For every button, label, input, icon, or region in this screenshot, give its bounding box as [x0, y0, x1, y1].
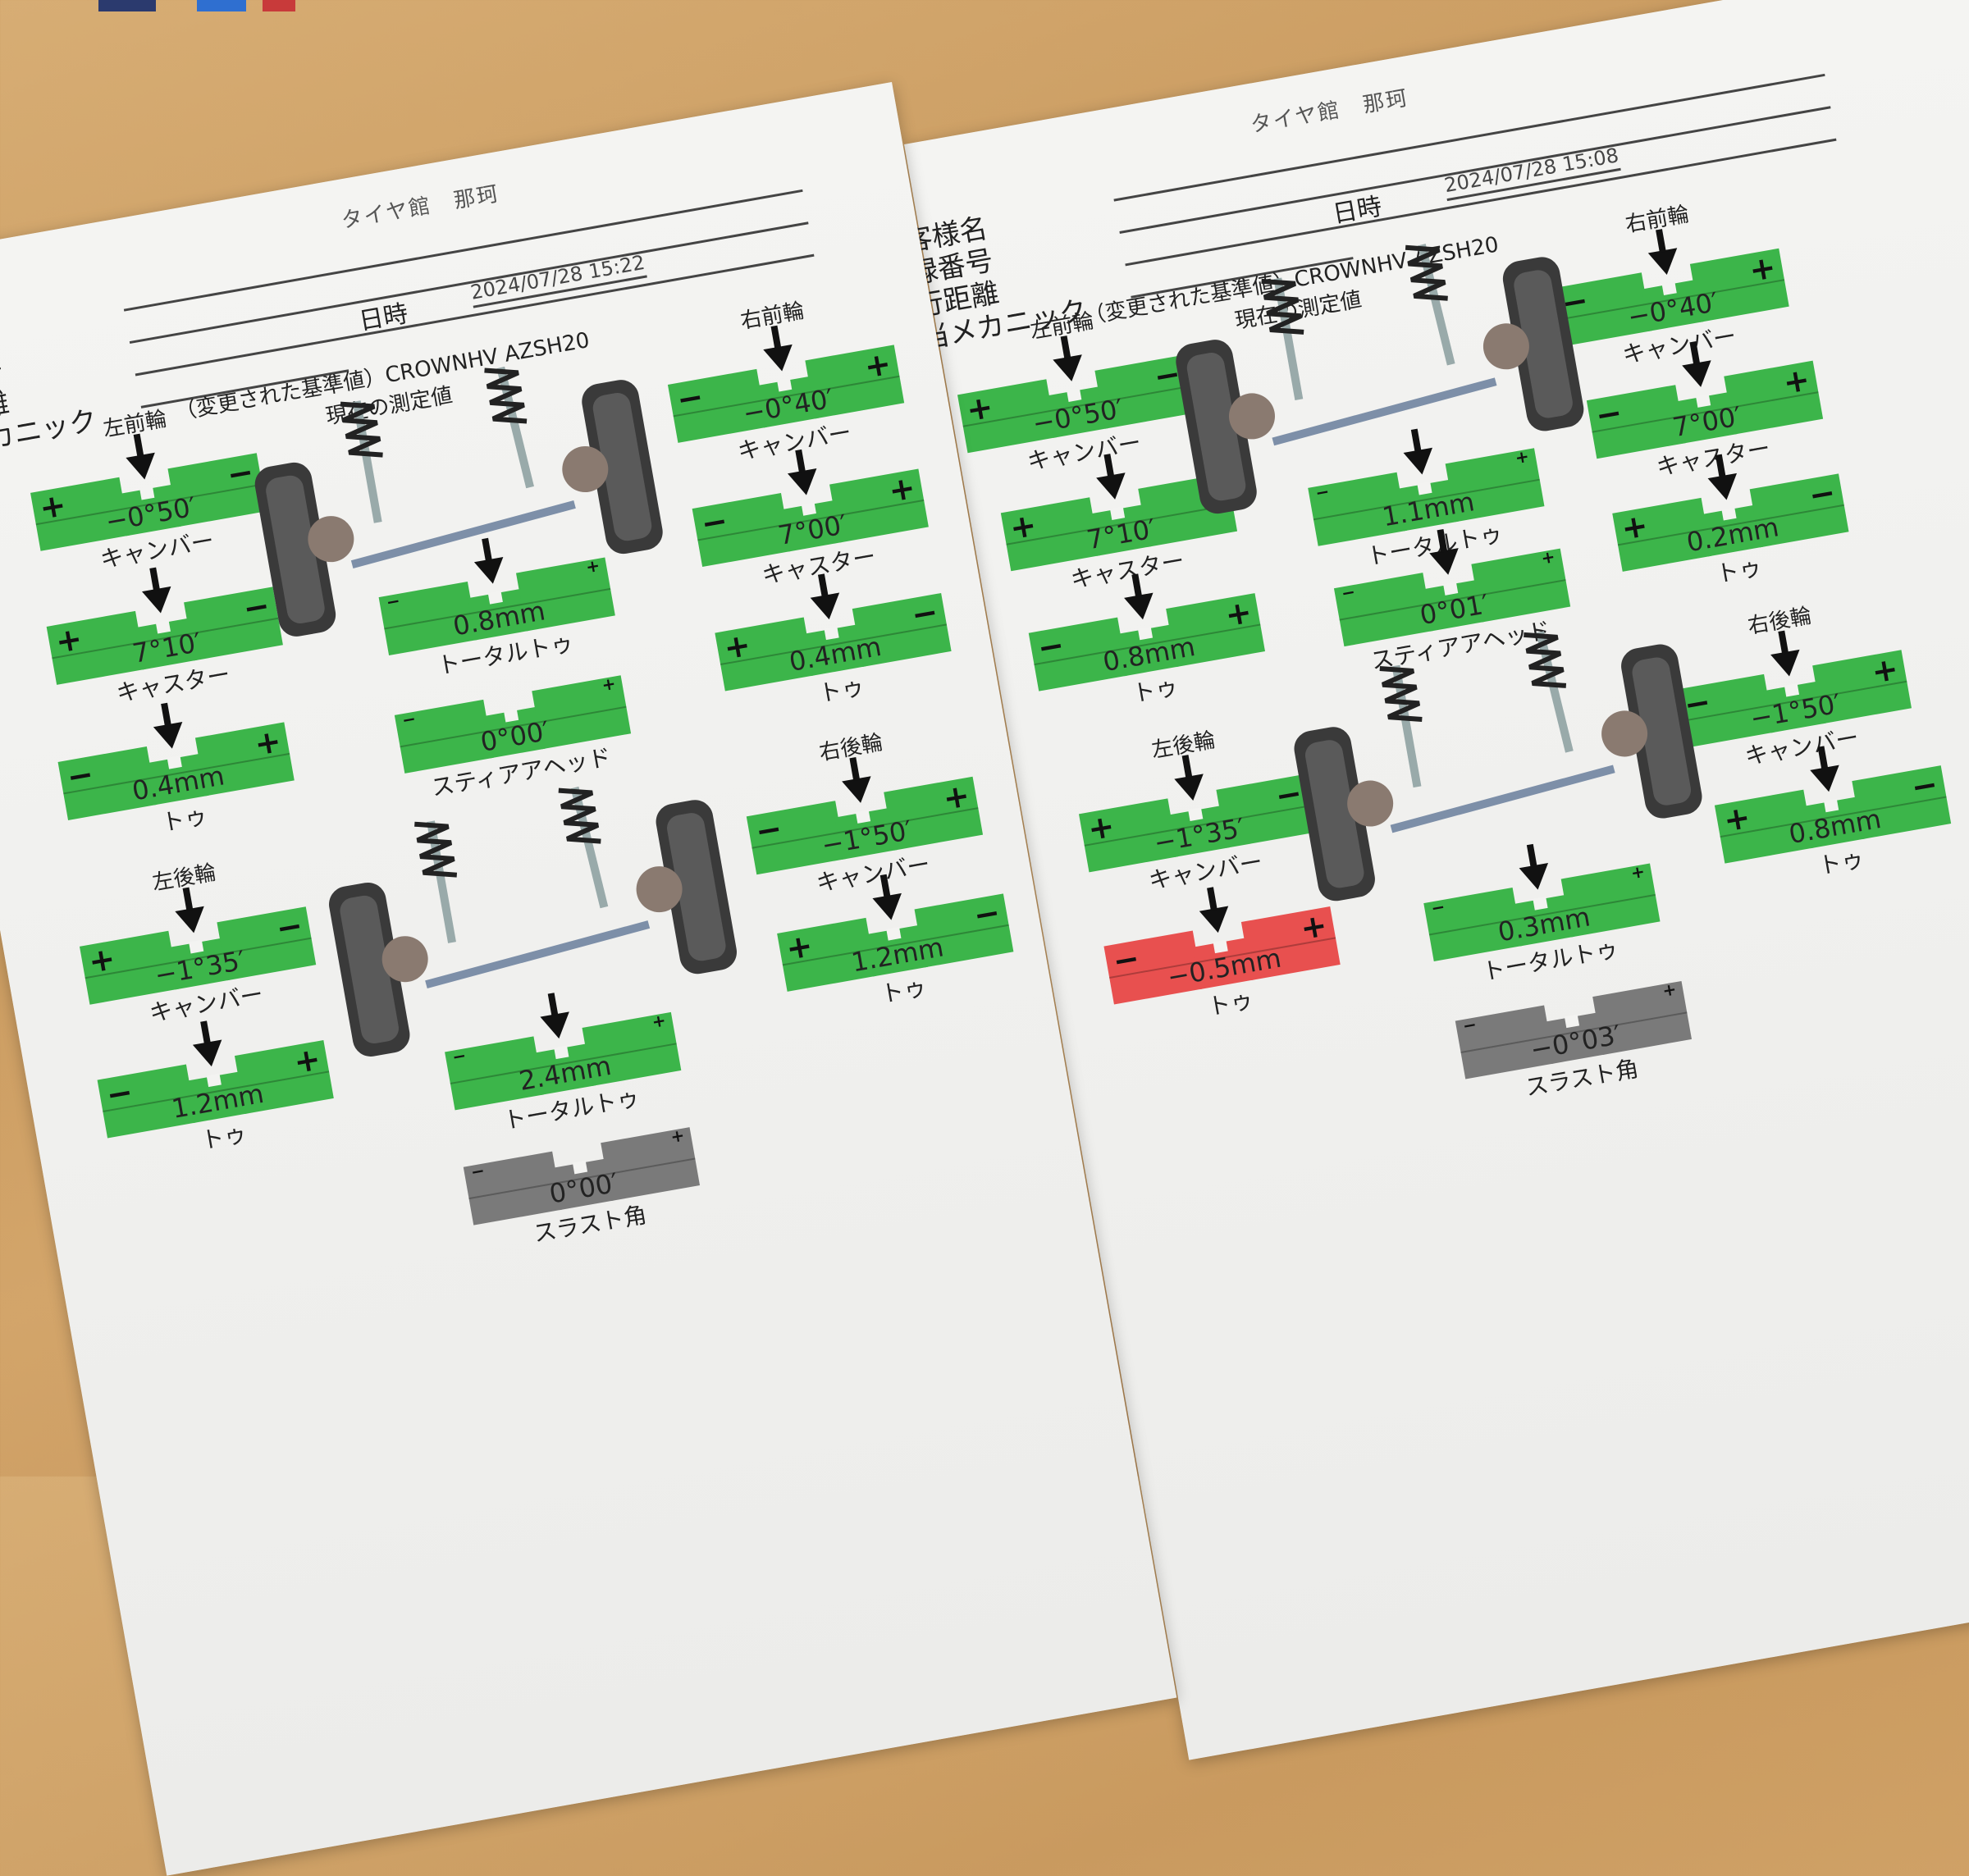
rear-suspension-illustration [1272, 600, 1718, 913]
sign-left: − [400, 710, 417, 729]
sign-right: + [1661, 980, 1678, 999]
sign-right: + [1629, 863, 1646, 882]
shop-name: タイヤ館 那珂 [339, 176, 502, 234]
wheel-label: 右後輪 [1664, 585, 1895, 655]
rear-suspension-illustration [307, 755, 753, 1069]
wheel-label: 右後輪 [735, 711, 966, 781]
sign-left: − [1461, 1016, 1478, 1034]
wheel-label: 右前輪 [1541, 183, 1772, 253]
wheel-label: 左後輪 [68, 841, 299, 911]
sign-right: + [669, 1127, 686, 1146]
datetime-label: 日時 [1329, 185, 1384, 230]
sign-right: + [1540, 548, 1556, 567]
sign-left: − [1430, 898, 1446, 917]
wheel-label: 左後輪 [1067, 709, 1299, 778]
shop-name: タイヤ館 那珂 [1248, 81, 1411, 139]
desk-object [98, 0, 156, 11]
desk-object [263, 0, 295, 11]
wheel-label: 左前輪 [19, 387, 250, 457]
wheel-label: 右前輪 [656, 280, 888, 349]
desk-object [197, 0, 246, 11]
sign-left: − [1340, 583, 1356, 602]
sign-right: + [601, 675, 617, 694]
sign-left: − [469, 1162, 486, 1180]
datetime-label: 日時 [356, 293, 411, 337]
gauge-rl-camber: 左後輪 + − −1°35′キャンバー [68, 841, 322, 1038]
